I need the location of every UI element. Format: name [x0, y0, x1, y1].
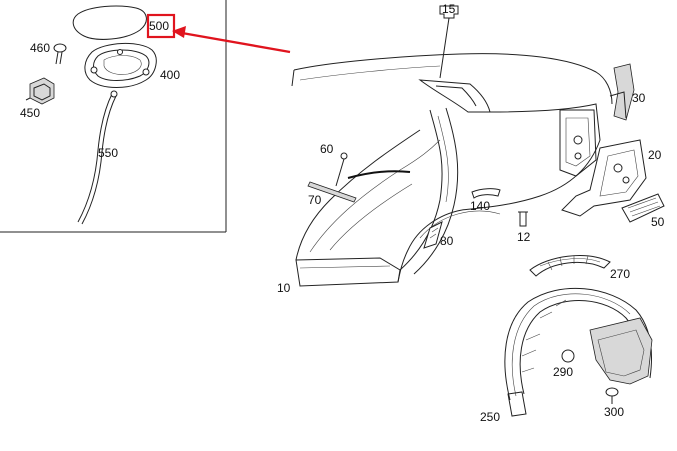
rod-60: [335, 152, 348, 187]
actuator-450: [25, 77, 55, 105]
label-50: 50: [651, 215, 665, 229]
bracket-30: [609, 63, 635, 121]
strip-70: [307, 170, 411, 203]
label-12: 12: [517, 230, 531, 244]
vent-50: [621, 193, 665, 223]
fuel-filler-housing: [84, 42, 157, 88]
wheel-liner-250: [504, 287, 653, 417]
clip-12: [518, 211, 528, 227]
label-30: 30: [632, 91, 646, 105]
drain-hose-550: [77, 90, 118, 225]
inner-panel-20: [561, 139, 647, 217]
fuel-door-cover: [72, 5, 147, 40]
label-270: 270: [610, 267, 630, 281]
label-450: 450: [20, 106, 40, 120]
pad-80: [423, 221, 443, 249]
quarter-panel-10: [291, 53, 613, 287]
label-500: 500: [149, 19, 169, 33]
label-20: 20: [648, 148, 662, 162]
label-70: 70: [308, 193, 322, 207]
screw-300: [605, 387, 619, 404]
label-140: 140: [470, 199, 490, 213]
label-10: 10: [277, 281, 291, 295]
label-290: 290: [553, 365, 573, 379]
label-300: 300: [604, 405, 624, 419]
label-550: 550: [98, 146, 118, 160]
label-460: 460: [30, 41, 50, 55]
label-15: 15: [442, 2, 456, 16]
label-400: 400: [160, 68, 180, 82]
label-80: 80: [440, 234, 454, 248]
inset-panel: [0, 0, 227, 233]
highlight-box-500: [146, 13, 176, 39]
trim-140: [471, 188, 501, 199]
label-60: 60: [320, 142, 334, 156]
clip-15: [439, 5, 459, 79]
red-arrow: [172, 26, 291, 54]
bolt-460: [53, 43, 67, 65]
liner-270: [529, 255, 611, 277]
label-250: 250: [480, 410, 500, 424]
